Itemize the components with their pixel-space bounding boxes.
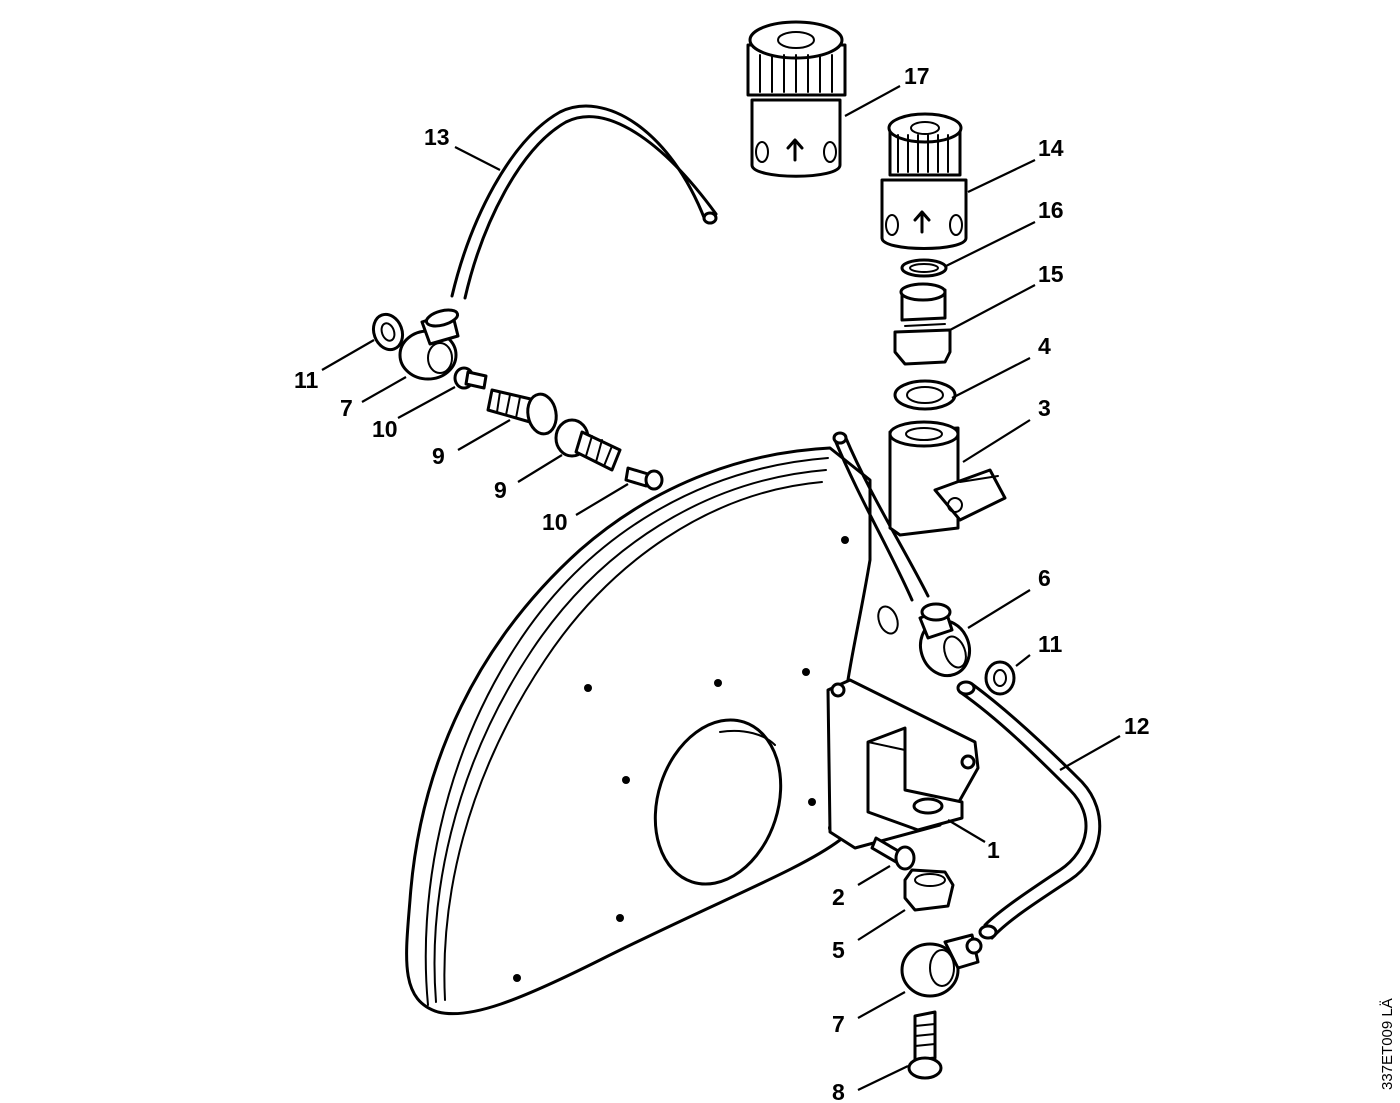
callout-9-bottom: 9 bbox=[494, 477, 507, 503]
callout-7-top: 7 bbox=[340, 395, 353, 421]
callout-5: 5 bbox=[832, 937, 845, 963]
bracket bbox=[826, 678, 980, 850]
hose-12 bbox=[956, 680, 1102, 940]
leader-lines bbox=[321, 85, 1121, 1091]
callout-labels: 1 2 3 4 5 6 7 7 8 9 9 10 10 11 11 12 13 … bbox=[294, 63, 1150, 1103]
callout-10-top: 10 bbox=[372, 416, 398, 442]
callout-9-top: 9 bbox=[432, 443, 445, 469]
callout-14: 14 bbox=[1038, 135, 1064, 161]
wheel-guard bbox=[405, 446, 899, 1016]
banjo-fitting-top bbox=[398, 308, 460, 381]
coupling-17 bbox=[746, 20, 847, 178]
washer-11-right bbox=[984, 660, 1016, 696]
valve-3 bbox=[888, 420, 1007, 537]
screw-10-bottom bbox=[624, 466, 664, 491]
screw-2 bbox=[870, 836, 916, 871]
washer-4 bbox=[893, 379, 957, 411]
banjo-bolt-9-top bbox=[486, 388, 558, 436]
o-ring-16 bbox=[900, 258, 948, 278]
callout-6: 6 bbox=[1038, 565, 1051, 591]
callout-4: 4 bbox=[1038, 333, 1051, 359]
callout-17: 17 bbox=[904, 63, 930, 89]
banjo-bolt-8 bbox=[907, 1010, 943, 1080]
callout-2: 2 bbox=[832, 884, 845, 910]
callout-13: 13 bbox=[424, 124, 450, 150]
nut-5 bbox=[903, 868, 955, 912]
callout-3: 3 bbox=[1038, 395, 1051, 421]
callout-11-right: 11 bbox=[1038, 631, 1063, 657]
callout-1: 1 bbox=[987, 837, 1000, 863]
coupling-14 bbox=[880, 112, 968, 250]
washer-11-left bbox=[371, 312, 405, 352]
screw-10-top bbox=[453, 366, 488, 390]
callout-12: 12 bbox=[1124, 713, 1150, 739]
callout-8: 8 bbox=[832, 1079, 845, 1103]
nipple-15 bbox=[893, 282, 952, 366]
callout-11-left: 11 bbox=[294, 367, 319, 393]
callout-16: 16 bbox=[1038, 197, 1064, 223]
banjo-fitting-bottom bbox=[900, 933, 983, 998]
drawing-code: 337ET009 LÄ bbox=[1379, 998, 1396, 1090]
fitting-6 bbox=[918, 602, 972, 678]
banjo-bolt-9-bottom bbox=[554, 418, 622, 472]
callout-10-bottom: 10 bbox=[542, 509, 568, 535]
callout-15: 15 bbox=[1038, 261, 1064, 287]
callout-7-bottom: 7 bbox=[832, 1011, 845, 1037]
hose-13 bbox=[450, 104, 718, 300]
hose-short bbox=[832, 431, 930, 602]
